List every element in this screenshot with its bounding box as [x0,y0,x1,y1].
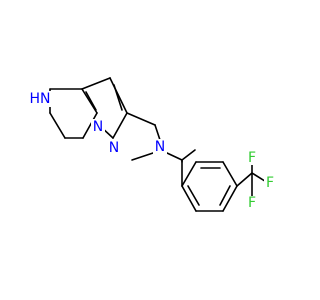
bond [81,88,98,114]
atom-label-n-bridge: N [93,119,103,135]
bond [219,185,231,206]
bond [187,185,200,206]
bond [82,112,98,139]
atom-labels: HN N N N F F F [28,91,276,211]
bond [126,112,156,126]
bond [113,84,123,111]
bond [181,185,197,212]
molecule-canvas: HN N N N F F F [28,77,276,212]
bond [236,172,253,187]
bond [222,161,238,187]
benzene-ring [181,149,238,212]
bond [49,112,66,139]
atom-label-f-right: F [266,175,274,191]
pyrazole-ring [81,77,128,139]
molecule-structure: HN N N N F F F [28,77,276,212]
atom-label-f-bottom: F [248,195,256,211]
atom-label-f-top: F [248,150,256,166]
atom-label-hn: HN [30,91,51,107]
bond [154,124,161,141]
atom-label-n-amine: N [155,139,165,155]
bond [166,152,183,161]
bond [85,91,97,111]
bond [81,77,111,90]
tetrahydro-ring [49,88,98,139]
bond [131,152,154,161]
bond [181,149,196,161]
bond [109,77,128,114]
bond [222,185,238,212]
atom-label-n-pyrazole: N [109,140,119,156]
bond [181,161,197,187]
linker [126,112,183,163]
bond [112,112,128,139]
